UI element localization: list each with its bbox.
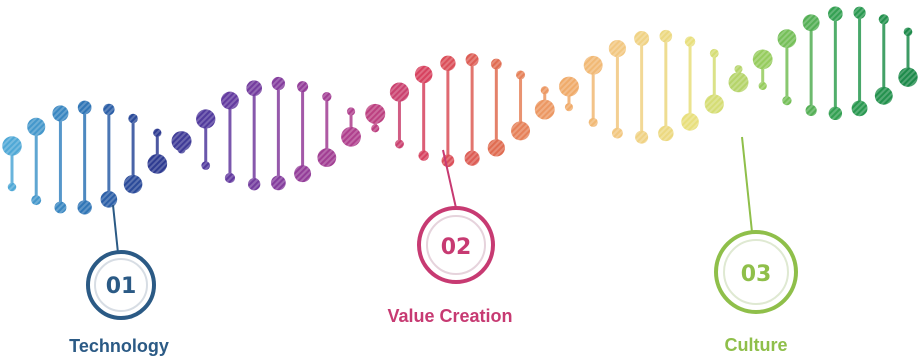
helix-bead-texture	[728, 72, 749, 93]
helix-bead-texture	[851, 100, 868, 117]
helix-bead-texture	[564, 103, 574, 112]
helix-bead-texture	[196, 109, 216, 129]
helix-bead-texture	[395, 139, 404, 149]
step-01-label: Technology	[69, 336, 169, 356]
step-03-connector	[741, 136, 753, 233]
helix-bead-texture	[31, 195, 42, 206]
helix-bead-texture	[123, 174, 143, 194]
helix-bead-texture	[297, 81, 309, 93]
step-02-connector	[442, 149, 457, 209]
helix-bead-texture	[224, 172, 236, 184]
helix-bead-texture	[635, 130, 649, 144]
helix-bead-texture	[171, 131, 192, 152]
helix-beads	[2, 6, 918, 215]
step-02-inner-ring	[426, 215, 486, 275]
helix-bead-texture	[782, 96, 792, 106]
helix-bead-texture	[490, 58, 502, 70]
step-03-number: 03	[741, 262, 772, 287]
helix-bead-texture	[389, 82, 410, 102]
step-01-number: 01	[106, 274, 137, 299]
helix-bead-texture	[802, 14, 820, 32]
helix-bead-texture	[27, 117, 46, 136]
helix-bead-texture	[828, 6, 843, 22]
helix-bead-texture	[634, 30, 650, 46]
helix-bead-texture	[878, 14, 889, 25]
helix-bead-texture	[341, 126, 361, 147]
helix-bead-texture	[516, 70, 526, 80]
helix-bead-texture	[52, 105, 69, 122]
helix-bead-texture	[271, 175, 286, 191]
step-03-badge: 03	[714, 136, 798, 314]
helix-bead-texture	[201, 161, 211, 170]
helix-bead-texture	[77, 200, 92, 215]
step-01-connector	[112, 204, 119, 254]
helix-bead-texture	[898, 67, 918, 87]
helix-bead-texture	[346, 107, 356, 116]
helix-bead-texture	[684, 36, 696, 47]
helix-bead-texture	[709, 48, 719, 58]
helix-bead-texture	[681, 113, 699, 131]
helix-bead-texture	[853, 6, 866, 19]
helix-bead-texture	[414, 65, 433, 84]
helix-bead-texture	[588, 117, 598, 127]
helix-bead-texture	[828, 106, 843, 121]
helix-bead-texture	[752, 49, 773, 70]
helix-bead-texture	[559, 76, 579, 97]
helix-bead-texture	[77, 100, 92, 115]
step-03-label: Culture	[724, 335, 788, 355]
helix-bead-texture	[147, 154, 168, 174]
step-02-number: 02	[441, 235, 472, 260]
step-02-badge: 02	[417, 149, 495, 284]
helix-bead-texture	[465, 53, 479, 67]
helix-rungs	[10, 12, 910, 208]
helix-bead-texture	[805, 104, 817, 117]
helix-bead-texture	[487, 139, 505, 157]
helix-bead-texture	[322, 92, 332, 102]
helix-bead-texture	[2, 136, 22, 156]
helix-bead-texture	[248, 178, 261, 191]
step-01-inner-ring	[94, 258, 148, 312]
helix-bead-texture	[246, 80, 263, 97]
helix-bead-texture	[440, 55, 456, 71]
helix-bead-texture	[540, 86, 549, 95]
helix-bead-texture	[612, 127, 623, 139]
helix-bead-texture	[511, 121, 531, 141]
step-01-badge: 01	[86, 204, 156, 320]
helix-bead-texture	[534, 99, 555, 120]
helix-bead-texture	[100, 191, 118, 208]
helix-bead-texture	[464, 150, 480, 166]
step-02-label: Value Creation	[387, 306, 513, 326]
helix-bead-texture	[221, 91, 239, 110]
helix-bead-texture	[371, 124, 380, 133]
helix-bead-texture	[7, 182, 17, 192]
step-03-inner-ring	[723, 239, 789, 305]
helix-bead-texture	[608, 39, 627, 58]
helix-bead-texture	[54, 201, 67, 214]
helix-bead-texture	[153, 128, 162, 137]
helix-bead-texture	[317, 148, 337, 168]
helix-bead-texture	[903, 27, 913, 37]
helix-bead-texture	[365, 103, 386, 124]
helix-bead-texture	[583, 55, 603, 75]
helix-bead-texture	[874, 86, 893, 105]
helix-bead-texture	[777, 29, 797, 48]
helix-bead-texture	[128, 113, 138, 124]
helix-bead-texture	[103, 103, 115, 116]
helix-bead-texture	[658, 125, 674, 142]
helix-bead-texture	[271, 76, 286, 91]
helix-bead-texture	[659, 29, 673, 43]
helix-bead-texture	[294, 165, 312, 183]
helix-bead-texture	[734, 65, 743, 74]
helix-bead-texture	[758, 81, 767, 91]
helix-bead-texture	[418, 150, 429, 161]
helix-bead-texture	[704, 94, 724, 114]
